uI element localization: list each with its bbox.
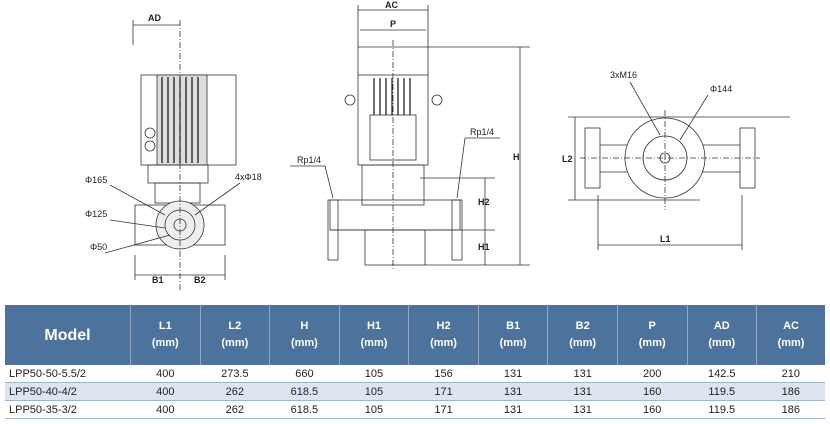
label-b1: B1 (152, 275, 164, 285)
cell-value: 400 (130, 382, 201, 401)
cell-value: 119.5 (687, 400, 757, 419)
cell-value: 119.5 (687, 382, 757, 401)
header-unit: (mm) (638, 337, 666, 349)
label-p: P (390, 19, 396, 29)
label-l2: L2 (562, 154, 573, 164)
column-header-l2: L2 (mm) (199, 305, 270, 365)
column-header-ad: AD (mm) (686, 305, 757, 365)
cell-value: 262 (200, 382, 270, 401)
column-header-h2: H2 (mm) (408, 305, 479, 365)
cell-value: 400 (130, 365, 201, 383)
header-name: AC (783, 320, 799, 332)
header-name: H2 (436, 320, 451, 332)
cell-value: 273.5 (200, 365, 270, 383)
cell-value: 131 (547, 400, 618, 419)
header-name: L1 (158, 320, 172, 332)
header-name: H (300, 320, 309, 332)
cell-model: LPP50-40-4/2 (5, 382, 131, 401)
header-unit: (mm) (569, 337, 597, 349)
label-rp-right: Rp1/4 (470, 127, 494, 137)
cell-value: 131 (478, 382, 548, 401)
cell-value: 186 (756, 400, 825, 419)
side-view: AC P H H2 H1 Rp1/4 Rp1/4 (290, 0, 530, 270)
label-phi144: Φ144 (710, 84, 732, 94)
column-header-h1: H1 (mm) (338, 305, 409, 365)
header-unit: (mm) (777, 337, 805, 349)
cell-value: 210 (756, 365, 825, 383)
column-header-ac: AC (mm) (756, 305, 825, 365)
pump-dimension-drawing: AD Φ165 Φ125 Φ50 4xΦ18 B1 B2 AC P H H2 H… (85, 0, 790, 290)
front-view: AD Φ165 Φ125 Φ50 4xΦ18 B1 B2 (85, 13, 262, 290)
column-header-p: P (mm) (616, 305, 687, 365)
label-l1: L1 (660, 234, 671, 244)
label-rp-left: Rp1/4 (297, 155, 321, 165)
header-unit: (mm) (430, 337, 457, 349)
label-h1: H1 (478, 242, 490, 252)
column-header-b2: B2 (mm) (547, 305, 618, 365)
label-bolts: 4xΦ18 (235, 172, 262, 182)
table-header-row: Model L1 (mm) L2 (mm) H (mm) H1 (mm) H2 (mm) B1 (mm)… (5, 305, 825, 365)
header-unit: (mm) (499, 337, 527, 349)
header-name: B1 (506, 320, 521, 332)
cell-value: 156 (408, 365, 479, 383)
cell-value: 131 (478, 400, 548, 419)
label-phi125: Φ125 (85, 209, 107, 219)
cell-value: 131 (547, 365, 618, 383)
cell-value: 262 (200, 400, 270, 419)
cell-value: 105 (339, 382, 409, 401)
label-screws: 3xM16 (610, 70, 637, 80)
header-unit: (mm) (360, 337, 388, 349)
cell-model: LPP50-50-5.5/2 (5, 365, 131, 383)
cell-value: 618.5 (269, 400, 340, 419)
header-unit: (mm) (151, 337, 179, 349)
label-h2: H2 (478, 197, 490, 207)
cell-value: 160 (617, 400, 687, 419)
cell-value: 660 (269, 365, 340, 383)
cell-value: 171 (408, 382, 479, 401)
cell-value: 400 (130, 400, 201, 419)
cell-model: LPP50-35-3/2 (5, 400, 131, 419)
header-unit: (mm) (221, 337, 249, 349)
label-phi50: Φ50 (90, 242, 107, 252)
column-header-h: H (mm) (269, 305, 340, 365)
label-ac: AC (385, 0, 398, 10)
header-unit: (mm) (708, 337, 736, 349)
cell-value: 171 (408, 400, 479, 419)
label-h: H (513, 152, 520, 162)
cell-value: 142.5 (687, 365, 757, 383)
cell-value: 105 (339, 400, 409, 419)
cell-value: 186 (756, 382, 825, 401)
header-name: P (648, 320, 656, 332)
cell-value: 131 (478, 365, 548, 383)
cell-value: 160 (617, 382, 687, 401)
column-header-model: Model (5, 305, 131, 365)
header-name: L2 (228, 320, 242, 332)
top-view: L2 L1 3xM16 Φ144 (562, 70, 790, 250)
header-name: AD (713, 320, 730, 332)
label-b2: B2 (194, 275, 206, 285)
column-header-l1: L1 (mm) (130, 305, 201, 365)
cell-value: 618.5 (269, 382, 340, 401)
cell-value: 131 (547, 382, 618, 401)
label-ad: AD (148, 13, 161, 23)
label-phi165: Φ165 (85, 175, 107, 185)
cell-value: 105 (339, 365, 409, 383)
header-name: H1 (366, 320, 381, 332)
column-header-b1: B1 (mm) (477, 305, 548, 365)
dimension-table: Model L1 (mm) L2 (mm) H (mm) H1 (mm) H2 (mm) B1 (mm)… (5, 305, 825, 419)
header-unit: (mm) (290, 337, 318, 349)
cell-value: 200 (617, 365, 687, 383)
header-name: B2 (575, 320, 590, 332)
